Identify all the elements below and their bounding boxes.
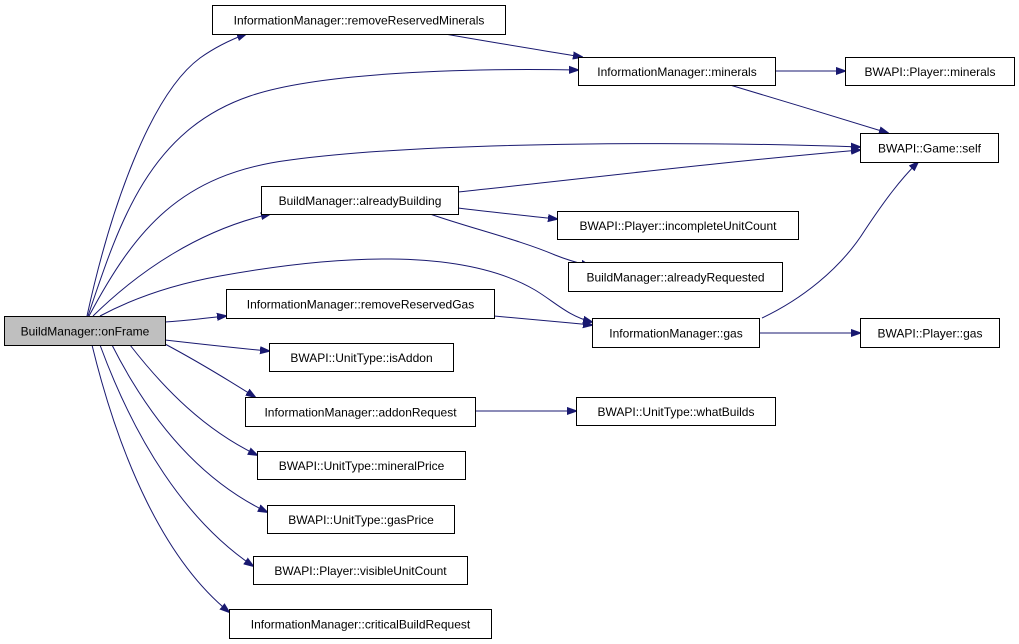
edge-removeReservedGas-to-im_gas [493,315,592,325]
node-label: BWAPI::UnitType::isAddon [290,351,432,365]
node-box[interactable] [226,289,495,319]
edge-onFrame-to-im_minerals [87,70,578,317]
node-box[interactable] [245,397,476,427]
edge-onFrame-to-visibleUnitCount [99,344,253,566]
node-label: BWAPI::Game::self [878,142,982,156]
node-mineralPrice[interactable]: BWAPI::UnitType::mineralPrice [257,451,466,480]
node-player_gas[interactable]: BWAPI::Player::gas [860,318,1000,348]
edge-onFrame-to-mineralPrice [129,344,257,455]
node-box[interactable] [253,556,468,585]
node-whatBuilds[interactable]: BWAPI::UnitType::whatBuilds [576,397,776,426]
node-label: BWAPI::UnitType::gasPrice [288,513,434,527]
node-removeReservedGas[interactable]: InformationManager::removeReservedGas [226,289,495,319]
node-label: BuildManager::alreadyRequested [586,271,764,285]
node-box[interactable] [576,397,776,426]
edge-removeReservedMinerals-to-im_minerals [444,33,582,57]
node-label: InformationManager::addonRequest [264,406,457,420]
node-box[interactable] [592,318,760,348]
node-box[interactable] [860,133,999,163]
nodes-layer: BuildManager::onFrameInformationManager:… [4,5,1015,639]
node-removeReservedMinerals[interactable]: InformationManager::removeReservedMinera… [212,5,506,35]
node-label: InformationManager::removeReservedGas [247,298,474,312]
node-box[interactable] [261,186,459,215]
node-label: BuildManager::onFrame [21,325,150,339]
node-label: BWAPI::Player::gas [878,327,983,341]
node-im_minerals[interactable]: InformationManager::minerals [578,57,776,86]
node-incompleteUnitCount[interactable]: BWAPI::Player::incompleteUnitCount [557,211,799,240]
node-label: BWAPI::Player::minerals [865,65,996,79]
node-addonRequest[interactable]: InformationManager::addonRequest [245,397,476,427]
edge-im_gas-to-game_self [761,162,918,319]
edge-im_minerals-to-game_self [729,84,888,133]
node-visibleUnitCount[interactable]: BWAPI::Player::visibleUnitCount [253,556,468,585]
node-label: InformationManager::minerals [597,65,756,79]
node-label: InformationManager::gas [609,327,742,341]
edge-onFrame-to-gasPrice [111,344,267,512]
node-box[interactable] [568,262,783,292]
node-player_minerals[interactable]: BWAPI::Player::minerals [845,57,1015,86]
edge-onFrame-to-game_self [88,144,860,317]
node-box[interactable] [267,505,455,534]
node-onFrame[interactable]: BuildManager::onFrame [4,316,166,346]
node-box[interactable] [4,316,166,346]
edge-onFrame-to-criticalBuildRequest [91,344,229,612]
node-label: BWAPI::Player::visibleUnitCount [274,564,447,578]
node-box[interactable] [578,57,776,86]
edge-onFrame-to-removeReservedGas [164,316,226,323]
node-box[interactable] [557,211,799,240]
node-box[interactable] [229,609,492,639]
node-isAddon[interactable]: BWAPI::UnitType::isAddon [269,343,454,372]
node-game_self[interactable]: BWAPI::Game::self [860,133,999,163]
node-criticalBuildRequest[interactable]: InformationManager::criticalBuildRequest [229,609,492,639]
node-box[interactable] [845,57,1015,86]
node-box[interactable] [860,318,1000,348]
edge-onFrame-to-addonRequest [164,343,255,397]
edges-layer [86,33,918,612]
node-box[interactable] [212,5,506,35]
node-label: BWAPI::UnitType::whatBuilds [598,405,755,419]
edge-onFrame-to-im_gas [99,258,592,322]
node-label: BWAPI::UnitType::mineralPrice [279,459,445,473]
node-alreadyBuilding[interactable]: BuildManager::alreadyBuilding [261,186,459,215]
node-box[interactable] [257,451,466,480]
edge-alreadyBuilding-to-game_self [457,150,860,193]
node-im_gas[interactable]: InformationManager::gas [592,318,760,348]
node-gasPrice[interactable]: BWAPI::UnitType::gasPrice [267,505,455,534]
node-label: InformationManager::removeReservedMinera… [234,14,485,28]
node-label: BuildManager::alreadyBuilding [279,194,442,208]
node-label: InformationManager::criticalBuildRequest [251,618,471,632]
node-label: BWAPI::Player::incompleteUnitCount [580,219,778,233]
node-box[interactable] [269,343,454,372]
edge-alreadyBuilding-to-incompleteUnitCount [457,207,557,219]
node-alreadyRequested[interactable]: BuildManager::alreadyRequested [568,262,783,292]
edge-onFrame-to-isAddon [164,339,269,351]
edge-onFrame-to-alreadyBuilding [92,214,270,317]
edge-onFrame-to-removeReservedMinerals [86,34,246,317]
